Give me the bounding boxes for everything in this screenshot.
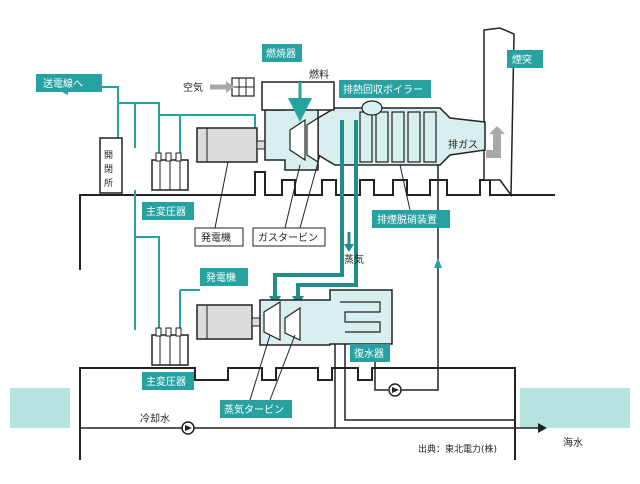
sea-right <box>520 388 630 428</box>
hrsg-label: 排熱回収ボイラー <box>343 83 423 96</box>
steam-label: 蒸気 <box>344 253 364 266</box>
steam-arrow-head <box>344 244 354 252</box>
fuel-label: 燃料 <box>309 68 329 81</box>
label-generator-top: 発電機 <box>194 227 244 247</box>
generator-top-label: 発電機 <box>201 231 231 244</box>
steam-piping <box>273 120 358 298</box>
sea-left <box>10 388 70 428</box>
label-gas-turbine: ガスタービン <box>252 227 326 247</box>
switchyard-label-2: 閉 <box>104 164 113 175</box>
steam-turbine-label: 蒸気タービン <box>224 403 284 416</box>
exhaust-arrow-icon <box>486 126 505 158</box>
condenser-coil <box>340 301 381 333</box>
combustor-block <box>261 81 335 111</box>
switchyard-box <box>99 137 123 194</box>
label-switchyard: 開 閉 所 <box>104 150 113 189</box>
steam-drum <box>361 100 383 116</box>
cooling-water-label: 冷却水 <box>140 412 170 425</box>
generator-bottom <box>196 304 261 340</box>
gas-turbine-rotor-2 <box>306 116 319 164</box>
air-arrow-head <box>226 81 234 93</box>
switchyard-label-1: 開 <box>104 150 113 161</box>
label-hrsg: 排熱回収ボイラー <box>339 80 431 98</box>
source-credit: 出典：東北電力(株) <box>418 443 497 455</box>
label-denox: 排煙脱硝装置 <box>372 210 450 228</box>
label-stack: 煙突 <box>507 50 543 68</box>
label-transmission: 送電線へ <box>36 74 102 92</box>
feedwater-line <box>401 165 439 391</box>
lower-ground <box>79 367 516 460</box>
label-combustor: 燃焼器 <box>262 44 302 62</box>
combustor-label: 燃焼器 <box>266 47 296 60</box>
seawater-label: 海水 <box>563 436 583 449</box>
switchyard-label-3: 所 <box>104 178 113 189</box>
leader-lines <box>214 154 411 401</box>
steam-turbine-rotor-2 <box>284 306 301 341</box>
air-label: 空気 <box>183 81 203 94</box>
generator-bottom-label: 発電機 <box>206 271 236 284</box>
transformer-top <box>151 152 189 191</box>
denox-label: 排煙脱硝装置 <box>377 213 437 226</box>
gas-turbine-label: ガスタービン <box>258 232 318 244</box>
transmission-label: 送電線へ <box>43 77 83 90</box>
label-steam-turbine: 蒸気タービン <box>220 400 292 418</box>
air-filter-grid <box>232 78 254 96</box>
generator-top <box>196 127 266 163</box>
feedwater-arrow-icon <box>434 258 442 268</box>
condenser-return <box>344 344 515 421</box>
transformer-bottom-label: 主変圧器 <box>146 375 186 388</box>
seawater-arrow-icon <box>538 423 547 433</box>
transformer-top-label: 主変圧器 <box>146 205 186 218</box>
pump-icon <box>388 383 402 397</box>
lower-wiring <box>134 190 200 330</box>
gas-turbine-rotor <box>289 118 306 162</box>
stack-label: 煙突 <box>512 53 532 66</box>
label-main-transformer-top: 主変圧器 <box>142 202 194 220</box>
label-generator-bottom: 発電機 <box>200 268 248 286</box>
transformer-bottom <box>151 327 189 366</box>
label-condenser: 復水器 <box>350 344 390 362</box>
upper-ground <box>79 171 555 270</box>
steam-turbine-rotor <box>263 300 281 341</box>
label-main-transformer-bottom: 主変圧器 <box>142 372 194 390</box>
pump-icon <box>181 421 195 435</box>
exhaust-gas-label: 排ガス <box>448 138 478 151</box>
condenser-label: 復水器 <box>354 347 384 360</box>
